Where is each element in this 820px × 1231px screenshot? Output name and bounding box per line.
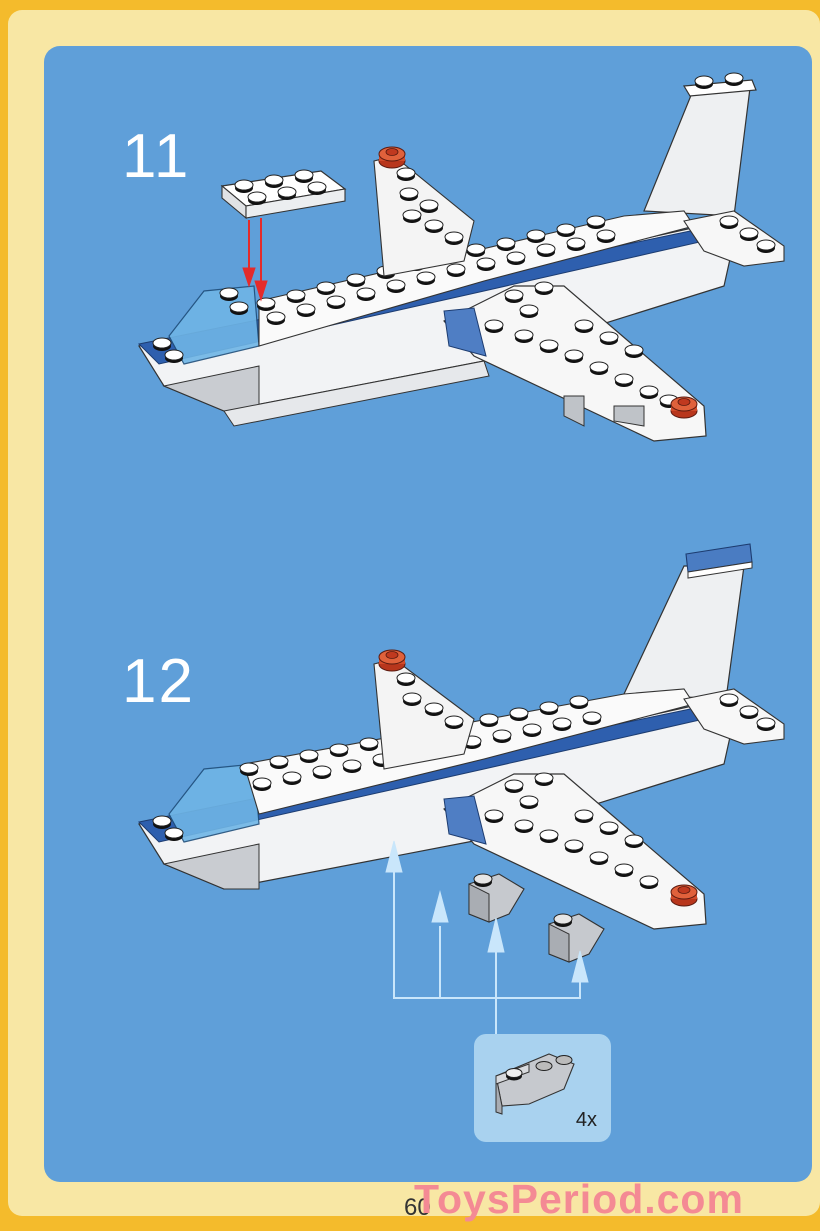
step-number-12: 12: [122, 647, 195, 716]
gray-inverted-slope-icon: [495, 1053, 575, 1115]
engine-slope: [468, 873, 525, 923]
instruction-panel: 11 12: [44, 46, 812, 1182]
engine-slope: [548, 913, 605, 963]
parts-callout: 4x: [474, 1034, 611, 1142]
watermark: ToysPeriod.com: [414, 1176, 744, 1222]
step-number-11: 11: [122, 122, 191, 191]
red-arrows: [242, 218, 268, 302]
step-11-airplane-illustration: [137, 72, 785, 442]
light-blue-arrows: [385, 840, 589, 1034]
part-quantity: 4x: [575, 1109, 597, 1131]
page-number: 60: [404, 1194, 431, 1221]
step-12-airplane-illustration: [137, 543, 785, 1034]
